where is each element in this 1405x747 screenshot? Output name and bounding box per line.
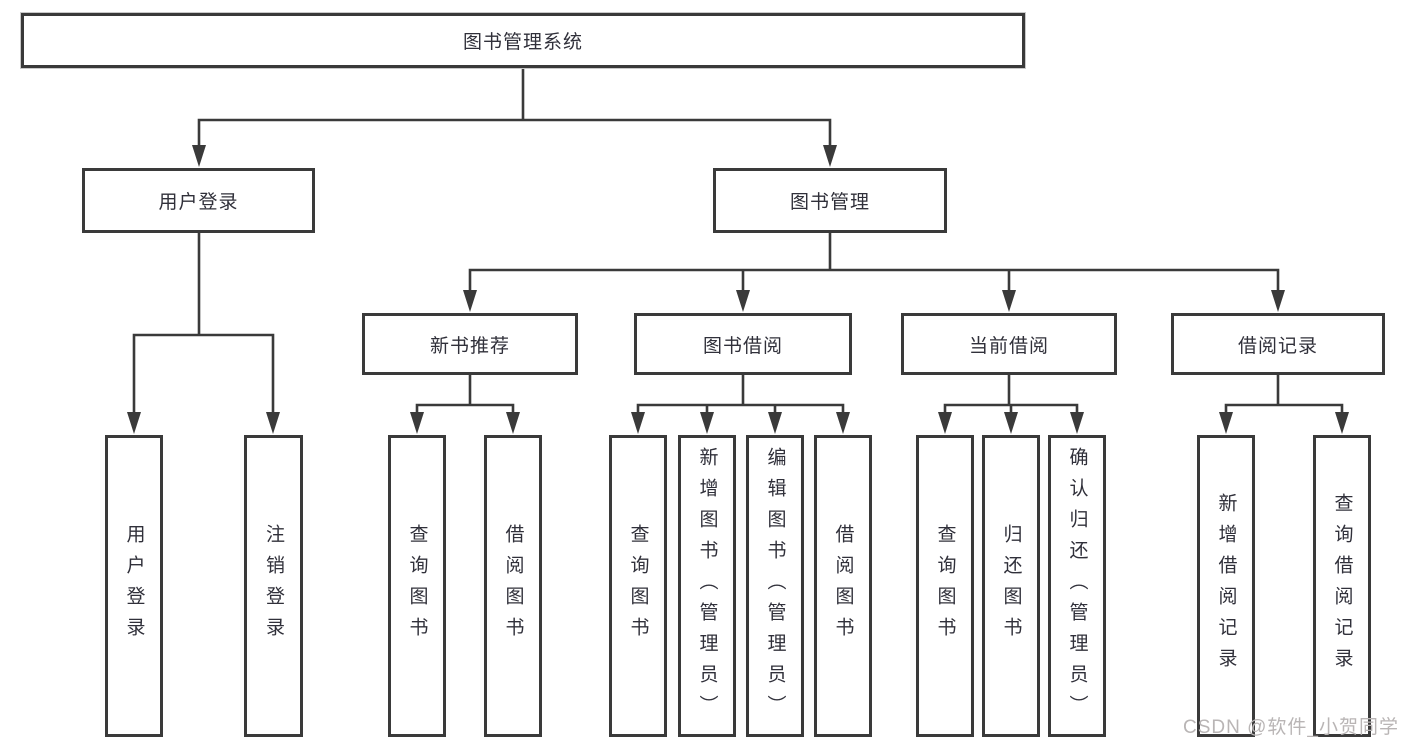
node-user-login: 用户登录 bbox=[82, 168, 315, 233]
leaf-recommend-borrow-book: 借阅图书 bbox=[484, 435, 542, 737]
leaf-add-book-admin-label: 新增图书（管理员） bbox=[696, 446, 718, 726]
leaf-borrow-book-label: 借阅图书 bbox=[832, 524, 854, 648]
node-book-management-label: 图书管理 bbox=[789, 192, 870, 213]
leaf-recommend-query-book-label: 查询图书 bbox=[406, 524, 428, 648]
leaf-query-borrow-record: 查询借阅记录 bbox=[1313, 435, 1371, 737]
leaf-recommend-query-book: 查询图书 bbox=[388, 435, 446, 737]
leaf-logout-label: 注销登录 bbox=[263, 524, 284, 648]
leaf-confirm-return-admin: 确认归还（管理员） bbox=[1048, 435, 1106, 737]
leaf-borrow-query-book-label: 查询图书 bbox=[627, 524, 649, 648]
leaf-add-book-admin: 新增图书（管理员） bbox=[678, 435, 736, 737]
node-book-management: 图书管理 bbox=[713, 168, 947, 233]
leaf-edit-book-admin-label: 编辑图书（管理员） bbox=[764, 446, 786, 726]
csdn-watermark: CSDN @软件_小贺同学 bbox=[1183, 717, 1399, 738]
leaf-logout: 注销登录 bbox=[244, 435, 303, 737]
node-root: 图书管理系统 bbox=[21, 13, 1025, 68]
leaf-query-borrow-record-label: 查询借阅记录 bbox=[1331, 493, 1353, 679]
node-borrow-record-label: 借阅记录 bbox=[1237, 335, 1318, 357]
leaf-add-borrow-record-label: 新增借阅记录 bbox=[1215, 493, 1237, 679]
node-root-label: 图书管理系统 bbox=[462, 32, 583, 53]
leaf-current-query-book-label: 查询图书 bbox=[934, 524, 956, 648]
leaf-recommend-borrow-book-label: 借阅图书 bbox=[502, 524, 524, 648]
leaf-borrow-book: 借阅图书 bbox=[814, 435, 872, 737]
node-new-book-recommend: 新书推荐 bbox=[362, 313, 578, 375]
node-current-borrow-label: 当前借阅 bbox=[968, 335, 1049, 357]
leaf-borrow-query-book: 查询图书 bbox=[609, 435, 667, 737]
leaf-user-login: 用户登录 bbox=[105, 435, 163, 737]
leaf-confirm-return-admin-label: 确认归还（管理员） bbox=[1066, 446, 1088, 726]
node-borrow-record: 借阅记录 bbox=[1171, 313, 1385, 375]
leaf-current-query-book: 查询图书 bbox=[916, 435, 974, 737]
leaf-add-borrow-record: 新增借阅记录 bbox=[1197, 435, 1255, 737]
leaf-user-login-label: 用户登录 bbox=[123, 524, 145, 648]
node-book-borrow: 图书借阅 bbox=[634, 313, 852, 375]
node-user-login-label: 用户登录 bbox=[158, 192, 239, 213]
leaf-return-book-label: 归还图书 bbox=[1000, 524, 1022, 648]
leaf-return-book: 归还图书 bbox=[982, 435, 1040, 737]
node-book-borrow-label: 图书借阅 bbox=[702, 335, 783, 357]
leaf-edit-book-admin: 编辑图书（管理员） bbox=[746, 435, 804, 737]
node-current-borrow: 当前借阅 bbox=[901, 313, 1117, 375]
node-new-book-recommend-label: 新书推荐 bbox=[429, 335, 510, 357]
